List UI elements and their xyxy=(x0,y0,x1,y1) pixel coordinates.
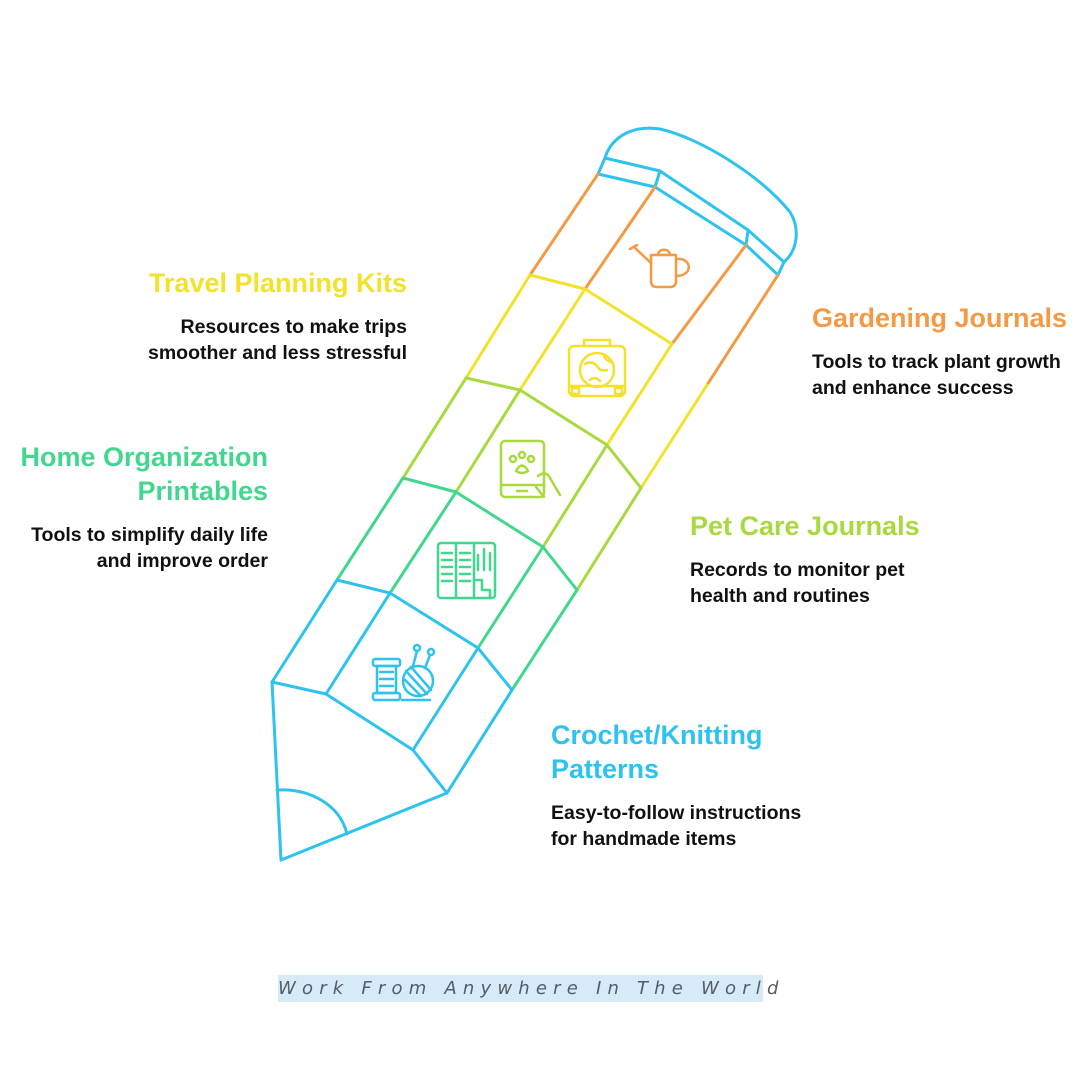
watering-can-icon xyxy=(628,243,690,289)
yarn-spool-icon xyxy=(371,643,436,702)
item-crochet-knitting: Crochet/Knitting Patterns Easy-to-follow… xyxy=(551,718,801,852)
item-travel-planning-kits: Travel Planning Kits Resources to make t… xyxy=(148,266,407,366)
pencil-tip xyxy=(270,680,449,862)
pencil-eraser-cap xyxy=(596,126,798,277)
crochet-title: Crochet/Knitting Patterns xyxy=(551,720,763,784)
band-green xyxy=(335,476,579,692)
suitcase-globe-icon xyxy=(567,338,627,398)
travel-title: Travel Planning Kits xyxy=(148,268,407,298)
band-yellow xyxy=(464,273,709,490)
item-gardening-journals: Gardening Journals Tools to track plant … xyxy=(812,301,1067,401)
tablet-paw-icon xyxy=(499,439,562,499)
travel-description: Resources to make trips smoother and les… xyxy=(147,316,407,364)
pet-title: Pet Care Journals xyxy=(690,511,920,541)
bookshelf-icon xyxy=(436,541,497,600)
home-description: Tools to simplify daily life and improve… xyxy=(31,524,268,572)
garden-title: Gardening Journals xyxy=(812,303,1068,333)
band-blue xyxy=(270,578,514,795)
garden-description: Tools to track plant growth and enhance … xyxy=(812,351,1061,399)
home-title: Home Organization Printables xyxy=(20,442,268,506)
pet-description: Records to monitor pet health and routin… xyxy=(690,559,905,607)
item-pet-care-journals: Pet Care Journals Records to monitor pet… xyxy=(690,509,920,609)
band-orange xyxy=(528,172,780,387)
band-lime xyxy=(401,376,643,592)
item-home-organization: Home Organization Printables Tools to si… xyxy=(20,440,268,574)
footer-tagline: Work From Anywhere In The World xyxy=(278,975,778,1002)
crochet-description: Easy-to-follow instructions for handmade… xyxy=(551,802,802,850)
